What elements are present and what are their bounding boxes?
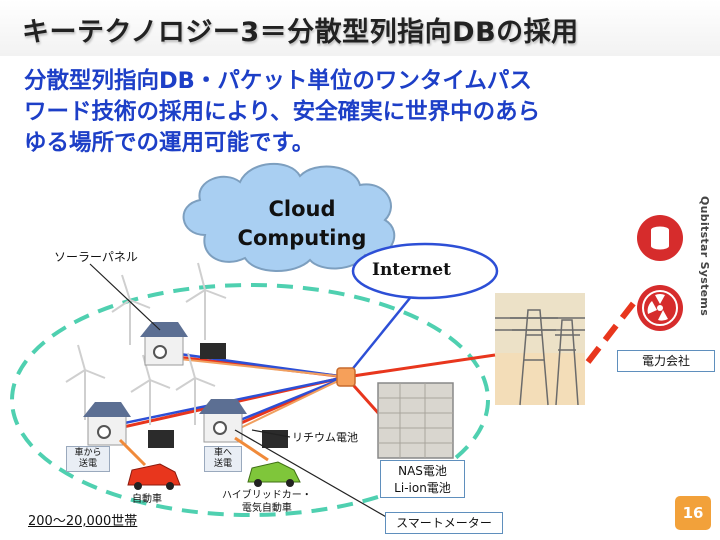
tag-car-to-grid-line1: 車から: [74, 448, 102, 458]
power-company-panel: [631, 208, 691, 345]
solar-panel-label: ソーラーパネル: [54, 250, 138, 264]
households-label: 200〜20,000世帯: [28, 514, 138, 529]
cloud-label-line2: Computing: [237, 226, 367, 250]
community-boundary: [10, 283, 490, 517]
smart-meter-label: スマートメーター: [385, 512, 503, 534]
grid-link-line: [585, 298, 639, 364]
solar-panel-icon: [140, 322, 188, 337]
tag-grid-to-car-line2: 送電: [213, 459, 232, 469]
cloud-label: Cloud Computing: [212, 195, 392, 253]
tag-grid-to-car: 車へ 送電: [204, 446, 242, 472]
body-line-2: ワード技術の採用により、安全確実に世界中のあら: [24, 99, 541, 125]
power-company-label: 電力会社: [617, 350, 715, 372]
hybrid-label: ハイブリッドカー・ 電気自動車: [222, 489, 312, 515]
tag-grid-to-car-line1: 車へ: [213, 448, 232, 458]
internet-label: Internet: [372, 260, 451, 280]
body-line-1: 分散型列指向DB・パケット単位のワンタイムパス: [24, 68, 532, 94]
cloud-label-line1: Cloud: [268, 197, 336, 221]
network-hub-icon: [336, 367, 356, 387]
nas-rack-icon: [377, 382, 454, 459]
slide-body: 分散型列指向DB・パケット単位のワンタイムパス ワード技術の採用により、安全確実…: [24, 66, 684, 159]
nas-battery-line1: NAS電池: [398, 464, 447, 478]
cloud-icon: [182, 163, 396, 272]
hybrid-label-line2: 電気自動車: [241, 503, 292, 514]
title-band: [0, 0, 720, 56]
side-brand: Qubitstar Systems: [698, 196, 711, 317]
nas-battery-box: NAS電池 Li-ion電池: [380, 460, 465, 498]
nas-battery-line2: Li-ion電池: [394, 481, 451, 495]
tag-car-to-grid-line2: 送電: [78, 459, 97, 469]
hybrid-label-line1: ハイブリッドカー・: [222, 490, 312, 501]
body-line-3: ゆる場所での運用可能です。: [24, 130, 315, 156]
page-number-badge: 16: [675, 496, 711, 530]
lithium-battery-label: リチウム電池: [292, 431, 358, 444]
battery-icon: [148, 343, 288, 448]
internet-ellipse: [351, 242, 499, 300]
tag-car-to-grid: 車から 送電: [66, 446, 110, 472]
slide-title: キーテクノロジー3＝分散型列指向DBの採用: [22, 17, 579, 48]
car-icon: [127, 461, 301, 490]
ev-label: 自動車: [132, 494, 162, 505]
house-icon: [83, 322, 247, 446]
wind-turbine-icon: [65, 262, 227, 425]
data-lines: [114, 297, 411, 427]
transmission-tower-icon: [495, 293, 585, 406]
